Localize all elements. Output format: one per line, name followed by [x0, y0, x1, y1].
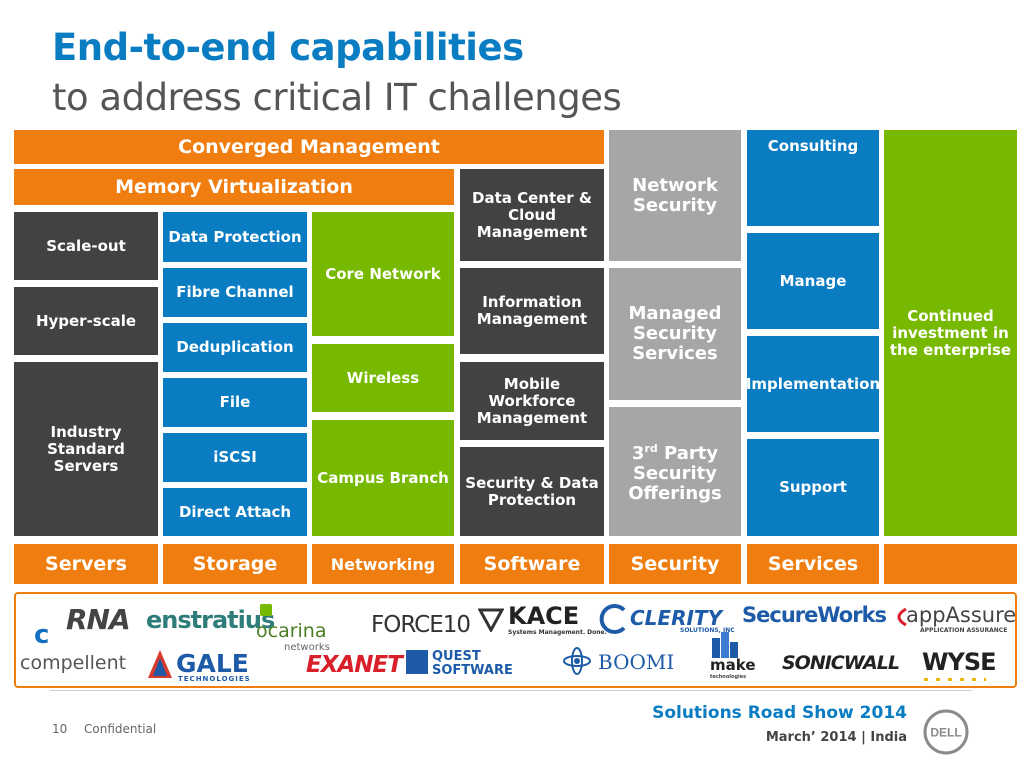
- confidential-label: Confidential: [84, 722, 157, 736]
- ocarina-logo: ocarina: [256, 620, 327, 642]
- make-icon: [712, 632, 738, 658]
- services-implementation: Implementation: [746, 336, 880, 432]
- wyse-dots-icon: [924, 678, 986, 681]
- kace-subtitle: Systems Management. Done.: [508, 629, 607, 636]
- event-title: Solutions Road Show 2014: [652, 703, 907, 723]
- gale-logo: GALE: [176, 649, 249, 678]
- third-party-label: 3rd Party Security Offerings: [628, 442, 722, 504]
- security-network-security: Network Security: [609, 130, 741, 261]
- ocarina-icon: [260, 604, 272, 616]
- continued-investment: Continued investment in the enterprise: [884, 130, 1017, 536]
- acquisition-logos-panel: c compellent RNA enstratius GALE TECHNOL…: [14, 592, 1017, 688]
- page-subtitle: to address critical IT challenges: [52, 76, 622, 119]
- software-security-data-protection: Security & Data Protection: [460, 447, 604, 536]
- svg-text:DELL: DELL: [930, 726, 961, 740]
- servers-industry-standard: Industry Standard Servers: [14, 362, 158, 536]
- clerity-icon: [599, 604, 626, 634]
- kace-icon: [478, 608, 504, 632]
- make-logo: make: [710, 656, 756, 674]
- gale-subtitle: TECHNOLOGIES: [178, 675, 251, 683]
- services-manage: Manage: [747, 233, 879, 329]
- services-support: Support: [747, 439, 879, 536]
- networking-campus-branch: Campus Branch: [312, 420, 454, 536]
- quest-software-logo: SOFTWARE: [432, 663, 513, 678]
- gale-icon: [148, 650, 172, 678]
- storage-file: File: [163, 378, 307, 427]
- software-information-management: Information Management: [460, 268, 604, 354]
- appassure-icon: [897, 607, 907, 627]
- footer-divider: [50, 690, 972, 691]
- converged-management-bar: Converged Management: [14, 130, 604, 164]
- secureworks-logo: SecureWorks: [742, 603, 887, 627]
- kace-logo: KACE: [508, 602, 580, 630]
- software-data-center-cloud: Data Center & Cloud Management: [460, 169, 604, 261]
- clerity-subtitle: SOLUTIONS, INC: [680, 627, 735, 634]
- security-managed-services: Managed Security Services: [609, 268, 741, 400]
- rna-logo: RNA: [66, 603, 131, 636]
- appassure-subtitle: APPLICATION ASSURANCE: [920, 627, 1008, 634]
- page-number: 10: [52, 722, 68, 736]
- storage-iscsi: iSCSI: [163, 433, 307, 482]
- make-subtitle: technologies: [710, 674, 747, 680]
- memory-virtualization-bar: Memory Virtualization: [14, 169, 454, 205]
- dell-logo-icon: DELL: [923, 709, 969, 755]
- services-consulting: Consulting: [747, 130, 879, 226]
- storage-fibre-channel: Fibre Channel: [163, 268, 307, 317]
- label-software: Software: [460, 544, 604, 584]
- label-networking: Networking: [312, 544, 454, 584]
- compellent-c-icon: c: [34, 620, 50, 650]
- servers-hyper-scale: Hyper-scale: [14, 287, 158, 355]
- networking-core-network: Core Network: [312, 212, 454, 336]
- compellent-logo: compellent: [20, 652, 127, 674]
- networking-wireless: Wireless: [312, 344, 454, 412]
- ocarina-subtitle: networks: [284, 642, 330, 653]
- label-servers: Servers: [14, 544, 158, 584]
- label-services: Services: [747, 544, 879, 584]
- exanet-logo: EXANET: [306, 652, 403, 678]
- software-mobile-workforce: Mobile Workforce Management: [460, 362, 604, 440]
- servers-scale-out: Scale-out: [14, 212, 158, 280]
- enstratius-logo: enstratius: [146, 606, 275, 634]
- storage-data-protection: Data Protection: [163, 212, 307, 262]
- quest-logo: QUEST: [432, 649, 481, 664]
- page-title: End-to-end capabilities: [52, 26, 524, 69]
- boomi-logo: BOOMI: [598, 650, 675, 674]
- clerity-logo: CLERITY: [630, 606, 723, 630]
- event-date: March’ 2014 | India: [765, 730, 907, 745]
- label-security: Security: [609, 544, 741, 584]
- force10-logo: FORCE10: [371, 612, 471, 638]
- sonicwall-logo: SONICWALL: [782, 652, 900, 674]
- wyse-logo: WYSE: [922, 648, 997, 676]
- storage-direct-attach: Direct Attach: [163, 488, 307, 536]
- storage-deduplication: Deduplication: [163, 323, 307, 372]
- appassure-logo: appAssure: [906, 603, 1017, 627]
- label-empty: [884, 544, 1017, 584]
- quest-icon: [406, 650, 428, 674]
- security-third-party: 3rd Party Security Offerings: [609, 407, 741, 536]
- label-storage: Storage: [163, 544, 307, 584]
- boomi-icon: [563, 647, 591, 675]
